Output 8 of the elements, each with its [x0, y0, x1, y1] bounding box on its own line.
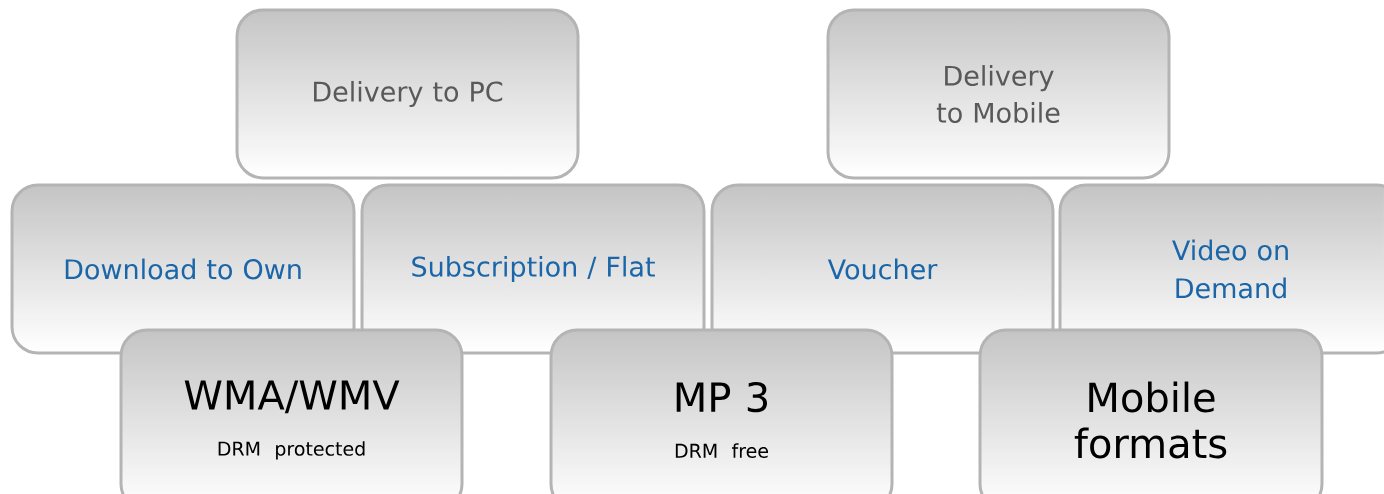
rounded-box: MP 3 DRM free [549, 328, 894, 494]
rounded-box: Delivery to Mobile [826, 8, 1171, 180]
rounded-box: Download to Own [10, 183, 356, 355]
rounded-box: WMA/WMV DRM protected [119, 328, 464, 494]
rounded-box: Delivery to PC [235, 8, 580, 180]
rounded-box: Voucher [710, 183, 1055, 355]
rounded-box: Subscription / Flat [360, 183, 706, 355]
rounded-box: Mobile formats [978, 328, 1324, 494]
